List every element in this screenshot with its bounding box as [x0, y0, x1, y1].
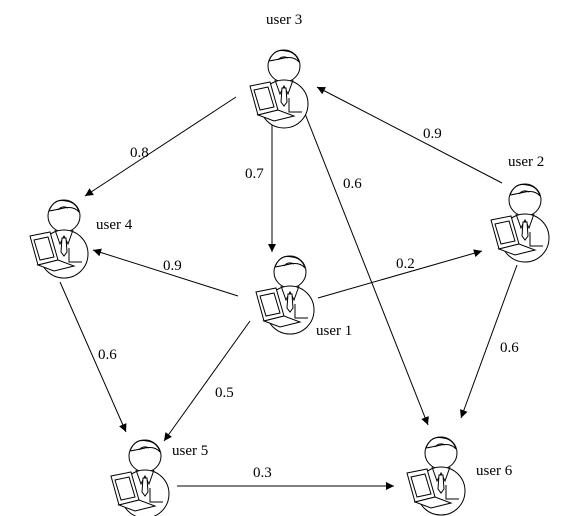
user-node-5: user 5 — [110, 439, 208, 516]
user-icon — [249, 49, 309, 129]
edge-weight: 0.9 — [163, 258, 182, 274]
edge-weights: 0.8 0.7 0.6 0.9 0.9 0.2 0.5 0.6 0.6 0.3 — [98, 126, 519, 481]
edge-u3-u4 — [84, 96, 237, 197]
edge-weight: 0.6 — [343, 176, 362, 192]
edge-u2-u6 — [459, 264, 518, 419]
edge-weight: 0.6 — [98, 347, 117, 363]
edges-layer — [59, 86, 518, 490]
user-label: user 2 — [508, 154, 544, 170]
user-label: user 3 — [266, 12, 302, 28]
edge-weight: 0.2 — [396, 256, 415, 272]
user-icon — [255, 255, 315, 335]
edge-weight: 0.3 — [253, 465, 272, 481]
user-label: user 6 — [476, 463, 513, 479]
user-label: user 5 — [172, 443, 208, 459]
user-node-6: user 6 — [406, 436, 513, 516]
user-label: user 4 — [96, 217, 133, 233]
user-icon — [110, 439, 170, 516]
edge-weight: 0.5 — [215, 385, 234, 401]
edge-u1-u5 — [163, 320, 251, 442]
user-node-3: user 3 — [249, 12, 309, 129]
user-node-4: user 4 — [29, 199, 133, 279]
edge-weight: 0.8 — [130, 145, 149, 161]
edge-u2-u3 — [316, 86, 503, 184]
user-label: user 1 — [316, 323, 352, 339]
edge-weight: 0.6 — [500, 340, 519, 356]
edge-u1-u2 — [317, 249, 483, 299]
edge-u3-u6 — [301, 105, 429, 426]
user-icon — [490, 183, 550, 263]
user-icon — [29, 199, 89, 279]
edge-weight: 0.7 — [245, 166, 264, 182]
user-icon — [406, 436, 466, 516]
user-node-2: user 2 — [490, 154, 550, 263]
edge-weight: 0.9 — [423, 126, 442, 142]
edge-u4-u5 — [59, 281, 127, 433]
user-node-1: user 1 — [255, 255, 352, 339]
edge-u1-u4 — [92, 248, 239, 297]
